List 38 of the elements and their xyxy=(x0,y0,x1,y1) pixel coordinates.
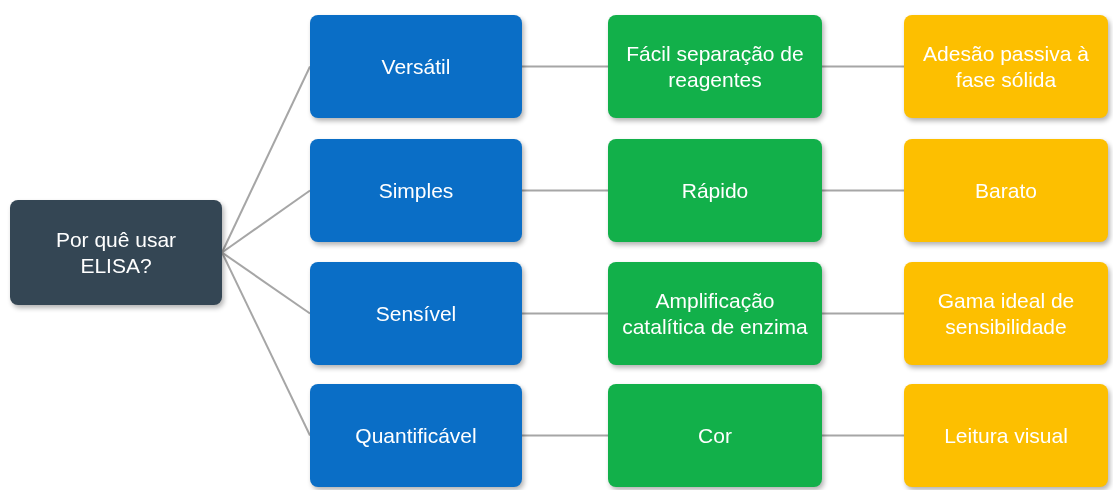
box-label: Cor xyxy=(698,422,732,449)
connector-line xyxy=(521,312,609,315)
connector-line xyxy=(521,65,609,68)
reason-box xyxy=(608,262,822,365)
box-label: Adesão passiva à fase sólida xyxy=(922,41,1090,92)
attribute-box xyxy=(310,384,522,487)
connector-line xyxy=(221,65,311,254)
connector-line xyxy=(521,189,609,192)
connector-line xyxy=(521,434,609,437)
connector-line xyxy=(821,434,905,437)
reason-box xyxy=(608,384,822,487)
detail-box xyxy=(904,139,1108,242)
connector-line xyxy=(221,251,311,437)
box-label: Sensível xyxy=(375,300,457,327)
reason-box xyxy=(608,139,822,242)
connector-line xyxy=(821,189,905,192)
question-box xyxy=(10,200,222,305)
reason-box xyxy=(608,15,822,118)
box-label: Barato xyxy=(975,177,1037,204)
box-label: Simples xyxy=(378,177,454,204)
box-label: Por quê usar ELISA? xyxy=(54,227,178,278)
detail-box xyxy=(904,262,1108,365)
box-label: Amplificação catalítica de enzima xyxy=(621,288,809,339)
connector-line xyxy=(821,65,905,68)
detail-box xyxy=(904,384,1108,487)
connector-line xyxy=(221,251,311,315)
connector-line xyxy=(821,312,905,315)
attribute-box xyxy=(310,139,522,242)
attribute-box xyxy=(310,262,522,365)
connector-line xyxy=(221,189,311,254)
box-label: Quantificável xyxy=(355,422,477,449)
box-label: Leitura visual xyxy=(944,422,1068,449)
attribute-box xyxy=(310,15,522,118)
box-label: Gama ideal de sensibilidade xyxy=(936,288,1076,339)
box-label: Rápido xyxy=(681,177,749,204)
box-label: Fácil separação de reagentes xyxy=(625,41,805,92)
detail-box xyxy=(904,15,1108,118)
box-label: Versátil xyxy=(381,53,451,80)
